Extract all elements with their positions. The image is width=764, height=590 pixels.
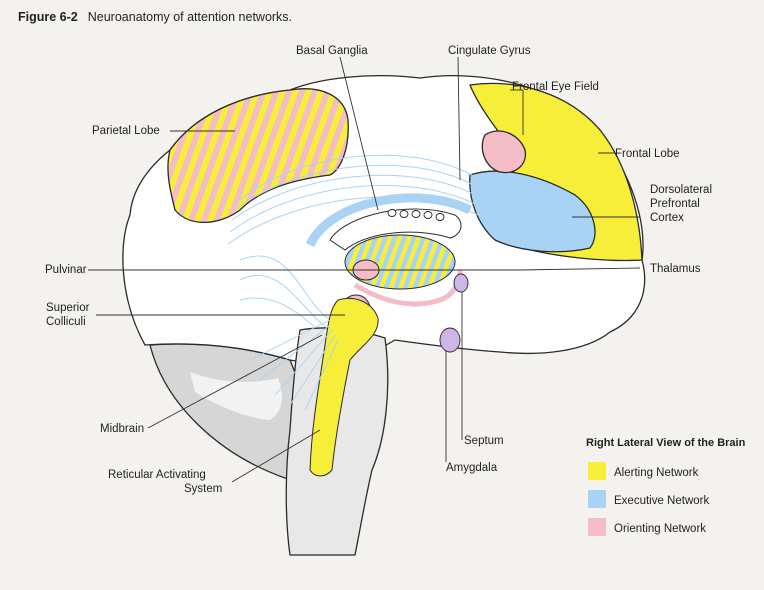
label-frontal-eye-field: Frontal Eye Field (512, 81, 599, 93)
label-frontal-lobe: Frontal Lobe (615, 148, 680, 160)
figure-title: Figure 6-2 Neuroanatomy of attention netw… (18, 10, 292, 24)
legend-swatch-alerting (588, 462, 606, 480)
basal-ganglia-dots (387, 209, 445, 221)
ras-region (309, 297, 379, 477)
label-dlpfc-line1: Dorsolateral (650, 184, 712, 196)
legend-label-orienting: Orienting Network (614, 523, 706, 535)
figure-caption: Neuroanatomy of attention networks. (87, 10, 293, 24)
legend-swatch-executive (588, 490, 606, 508)
cingulate-gyrus-arc (305, 193, 473, 248)
frontal-eye-field-region (481, 130, 527, 174)
dlpfc-region (469, 170, 596, 253)
label-thalamus: Thalamus (650, 263, 701, 275)
brainstem (285, 327, 389, 556)
label-midbrain: Midbrain (100, 423, 144, 435)
legend-label-alerting: Alerting Network (614, 467, 699, 479)
label-amygdala: Amygdala (446, 462, 498, 474)
parietal-lobe-region (167, 88, 349, 223)
label-pulvinar: Pulvinar (45, 264, 87, 276)
label-ras-line1: Reticular Activating (108, 469, 206, 481)
amygdala-region (439, 327, 461, 353)
label-basal-ganglia: Basal Ganglia (296, 45, 368, 57)
legend-title: Right Lateral View of the Brain (586, 437, 746, 449)
label-parietal-lobe: Parietal Lobe (92, 125, 160, 137)
legend-label-executive: Executive Network (614, 495, 709, 507)
label-superior-colliculi-line2: Colliculi (46, 316, 86, 328)
cerebellum-folia (190, 372, 282, 420)
label-dlpfc-line3: Cortex (650, 212, 684, 224)
septum-region (453, 273, 469, 293)
label-superior-colliculi-line1: Superior (46, 302, 90, 314)
legend: Right Lateral View of the Brain Alerting… (586, 437, 746, 536)
legend-swatch-orienting (588, 518, 606, 536)
midbrain-rays (249, 319, 339, 411)
label-dlpfc-line2: Prefrontal (650, 198, 700, 210)
label-ras-line2: System (184, 483, 222, 495)
lateral-ventricle (329, 208, 462, 251)
label-cingulate-gyrus: Cingulate Gyrus (448, 45, 531, 57)
label-septum: Septum (464, 435, 504, 447)
leader-lines (88, 56, 641, 483)
figure-number: Figure 6-2 (18, 10, 78, 24)
